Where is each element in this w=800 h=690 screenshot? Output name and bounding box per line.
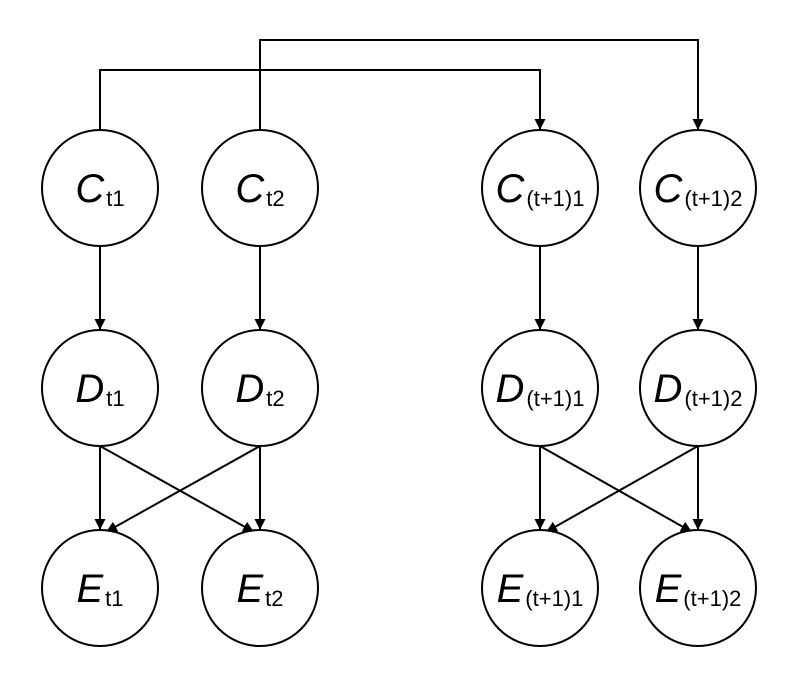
- node-letter: D: [654, 367, 683, 411]
- node-label: E(t+1)2: [655, 567, 742, 611]
- node-letter: D: [496, 367, 525, 411]
- node-circle: [201, 129, 319, 247]
- node-label: Dt1: [75, 367, 124, 411]
- node-subscript: (t+1)1: [525, 586, 583, 611]
- node-letter: E: [76, 567, 104, 611]
- node-letter: D: [75, 367, 104, 411]
- node-letter: E: [655, 567, 683, 611]
- node-circle: [41, 329, 159, 447]
- node-label: E(t+1)1: [497, 567, 584, 611]
- edge-Dt1-to-Et2: [99, 445, 255, 533]
- node-circle: [41, 129, 159, 247]
- node-Et2: Et2: [201, 529, 319, 647]
- node-Et11: E(t+1)1: [481, 529, 599, 647]
- node-circle: [481, 529, 599, 647]
- node-circle: [481, 129, 599, 247]
- node-label: C(t+1)1: [496, 167, 585, 211]
- edge-Ct1-to-Ct11: [99, 69, 546, 130]
- node-Dt12: D(t+1)2: [639, 329, 757, 447]
- node-label: Et2: [236, 567, 283, 611]
- node-label: D(t+1)1: [496, 367, 585, 411]
- node-Ct1: Ct1: [41, 129, 159, 247]
- node-subscript: t1: [106, 186, 124, 211]
- node-label: Ct2: [235, 167, 284, 211]
- node-circle: [639, 129, 757, 247]
- node-Dt2: Dt2: [201, 329, 319, 447]
- node-letter: D: [235, 367, 264, 411]
- edge-Dt12-to-Et11: [545, 445, 699, 533]
- node-letter: E: [497, 567, 525, 611]
- node-label: C(t+1)2: [654, 167, 743, 211]
- node-Et1: Et1: [41, 529, 159, 647]
- node-label: Et1: [76, 567, 123, 611]
- node-subscript: (t+1)2: [684, 386, 742, 411]
- node-Ct11: C(t+1)1: [481, 129, 599, 247]
- node-subscript: t2: [266, 186, 284, 211]
- node-circle: [481, 329, 599, 447]
- node-Et12: E(t+1)2: [639, 529, 757, 647]
- node-label: D(t+1)2: [654, 367, 743, 411]
- node-circle: [201, 529, 319, 647]
- node-circle: [639, 329, 757, 447]
- node-letter: C: [235, 167, 265, 211]
- node-label: Ct1: [75, 167, 124, 211]
- node-subscript: t1: [106, 386, 124, 411]
- node-circle: [41, 529, 159, 647]
- node-circle: [639, 529, 757, 647]
- node-letter: E: [236, 567, 264, 611]
- node-Dt11: D(t+1)1: [481, 329, 599, 447]
- edges-layer: [94, 39, 704, 533]
- edge-Dt2-to-Et1: [105, 445, 261, 533]
- node-letter: C: [654, 167, 684, 211]
- node-subscript: t2: [266, 386, 284, 411]
- node-subscript: (t+1)1: [526, 186, 584, 211]
- node-Ct12: C(t+1)2: [639, 129, 757, 247]
- node-subscript: (t+1)2: [684, 186, 742, 211]
- node-Ct2: Ct2: [201, 129, 319, 247]
- node-circle: [201, 329, 319, 447]
- node-subscript: (t+1)1: [526, 386, 584, 411]
- node-letter: C: [496, 167, 526, 211]
- node-subscript: (t+1)2: [683, 586, 741, 611]
- node-subscript: t2: [265, 586, 283, 611]
- node-label: Dt2: [235, 367, 284, 411]
- edge-Dt11-to-Et12: [539, 445, 693, 533]
- node-subscript: t1: [105, 586, 123, 611]
- node-Dt1: Dt1: [41, 329, 159, 447]
- edge-Ct2-to-Ct12: [259, 39, 704, 130]
- node-letter: C: [75, 167, 105, 211]
